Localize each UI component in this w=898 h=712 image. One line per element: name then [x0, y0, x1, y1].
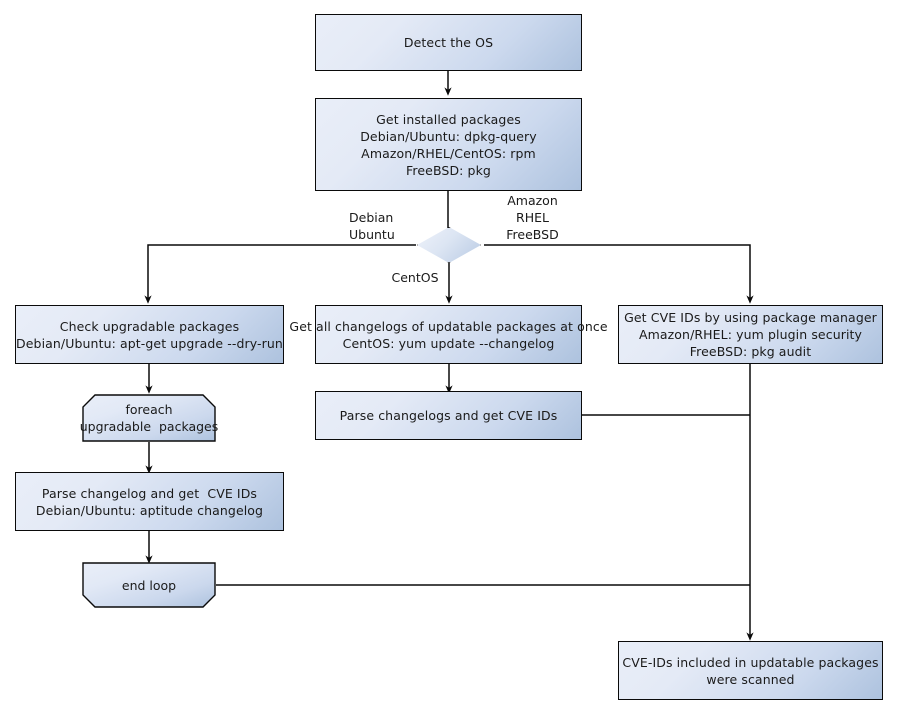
- edge-decision-to-pkg-manager: [484, 244, 754, 304]
- node-scanned-result[interactable]: CVE-IDs included in updatable packages w…: [618, 641, 883, 700]
- node-get-all-changelogs[interactable]: Get all changelogs of updatable packages…: [289, 305, 608, 364]
- node-foreach-label: foreach upgradable packages: [79, 402, 219, 434]
- node-get-all-changelogs-label: Get all changelogs of updatable packages…: [289, 318, 608, 351]
- node-foreach-upgradable-packages[interactable]: foreach upgradable packages: [79, 394, 219, 442]
- node-os-decision[interactable]: [417, 227, 481, 263]
- node-end-loop[interactable]: end loop: [82, 562, 216, 608]
- node-get-cve-ids-package-manager[interactable]: Get CVE IDs by using package manager Ama…: [618, 305, 883, 364]
- edge-label-centos: CentOS: [391, 270, 439, 285]
- node-parse-changelogs-centos[interactable]: Parse changelogs and get CVE IDs: [315, 391, 582, 440]
- node-parse-changelogs-centos-label: Parse changelogs and get CVE IDs: [339, 408, 558, 423]
- node-end-loop-label: end loop: [121, 577, 177, 593]
- node-get-installed-packages-label: Get installed packages Debian/Ubuntu: dp…: [360, 111, 537, 178]
- node-scanned-result-label: CVE-IDs included in updatable packages w…: [622, 654, 879, 687]
- node-detect-os-label: Detect the OS: [403, 35, 494, 50]
- loop-start-shape: [82, 394, 216, 442]
- node-get-cve-ids-package-manager-label: Get CVE IDs by using package manager Ama…: [624, 310, 877, 359]
- node-detect-os[interactable]: Detect the OS: [315, 14, 582, 71]
- node-parse-changelog-debian[interactable]: Parse changelog and get CVE IDs Debian/U…: [15, 472, 284, 531]
- node-parse-changelog-debian-label: Parse changelog and get CVE IDs Debian/U…: [35, 485, 264, 518]
- loop-end-shape: [82, 562, 216, 608]
- node-check-upgradable-packages[interactable]: Check upgradable packages Debian/Ubuntu:…: [15, 305, 284, 364]
- node-get-installed-packages[interactable]: Get installed packages Debian/Ubuntu: dp…: [315, 98, 582, 191]
- edge-label-debian-ubuntu: Debian Ubuntu: [349, 210, 395, 242]
- node-check-upgradable-packages-label: Check upgradable packages Debian/Ubuntu:…: [16, 318, 283, 351]
- edge-label-amazon-rhel-freebsd: Amazon RHEL FreeBSD: [506, 193, 559, 242]
- edge-decision-to-check-upgradable: [144, 244, 416, 304]
